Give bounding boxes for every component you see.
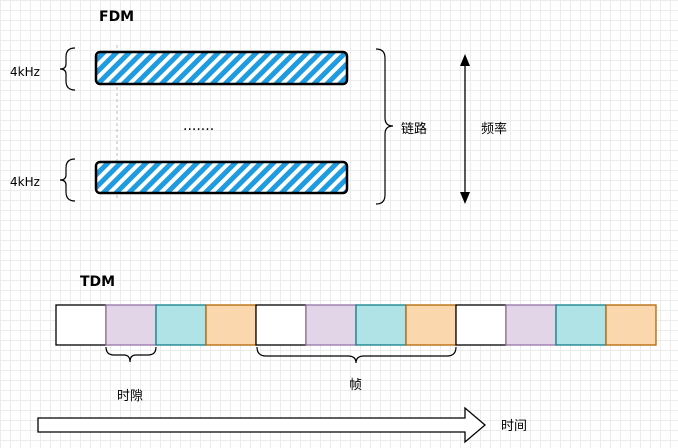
link-label: 链路: [401, 121, 427, 137]
frame-brace: [256, 346, 457, 364]
time-arrow: [37, 406, 487, 444]
time-slot: [555, 304, 607, 346]
time-slot: [205, 304, 257, 346]
time-slot: [605, 304, 657, 346]
tdm-title: TDM: [80, 274, 115, 290]
frequency-axis-arrow: [460, 54, 470, 204]
time-slot: [355, 304, 407, 346]
time-slot: [255, 304, 307, 346]
time-slot: [155, 304, 207, 346]
frequency-band-top: [94, 50, 349, 86]
tdm-time-slots: [55, 304, 657, 346]
time-slot: [105, 304, 157, 346]
time-slot: [455, 304, 507, 346]
fdm-title: FDM: [99, 9, 134, 25]
band-brace-top: [59, 47, 76, 91]
frequency-band-bottom: [94, 160, 349, 195]
timeslot-label: 时隙: [117, 389, 143, 404]
timeslot-brace: [105, 346, 157, 363]
bands-ellipsis: .......: [183, 118, 214, 134]
band-label-bottom: 4kHz: [10, 175, 40, 189]
band-brace-bottom: [59, 158, 76, 202]
frequency-label: 频率: [481, 121, 507, 137]
link-brace: [375, 48, 394, 205]
time-slot: [405, 304, 457, 346]
time-slot: [505, 304, 557, 346]
time-slot: [305, 304, 357, 346]
time-label: 时间: [501, 419, 527, 434]
band-label-top: 4kHz: [10, 65, 40, 79]
time-slot: [55, 304, 107, 346]
frame-label: 帧: [349, 378, 362, 393]
